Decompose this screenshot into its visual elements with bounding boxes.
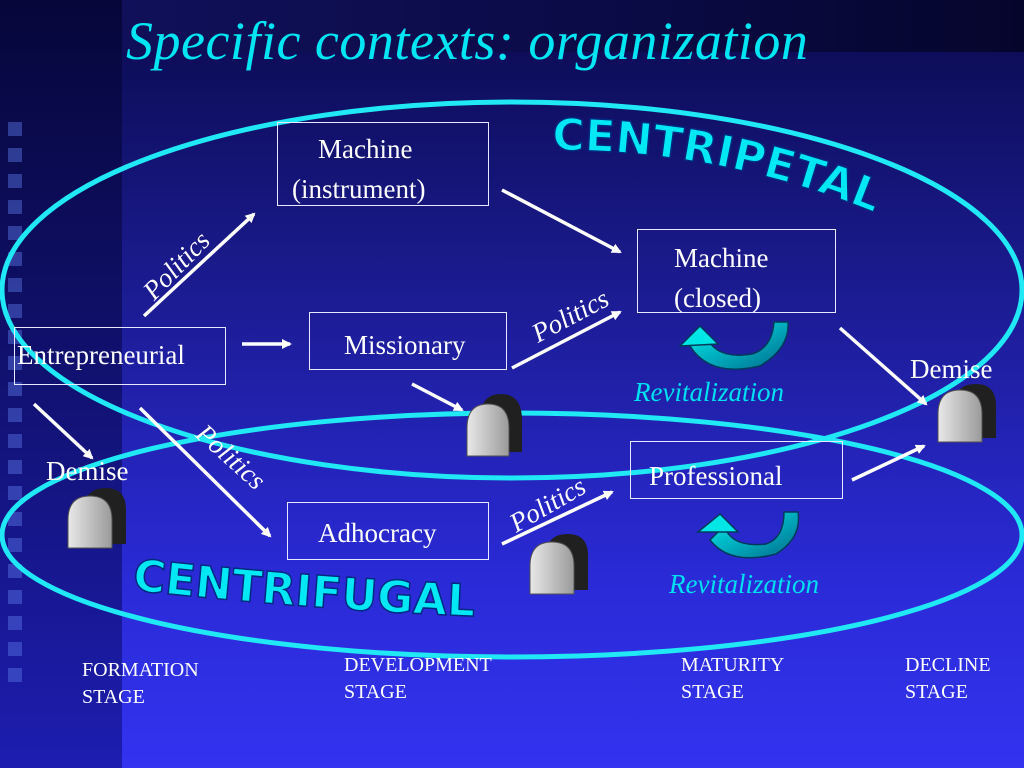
demise-label-right: Demise <box>910 354 993 384</box>
arrow-professional-to-demise <box>851 444 926 482</box>
revitalization-label-top: Revitalization <box>634 377 784 407</box>
decorative-square <box>8 382 22 396</box>
tombstone-icon <box>466 394 522 457</box>
tombstone-icon <box>67 488 126 549</box>
stage-decline: DECLINE STAGE <box>905 652 991 706</box>
entrepreneurial-box: Entrepreneurial <box>14 327 226 385</box>
stage-decline-line2: STAGE <box>905 681 968 703</box>
tombstone-icon <box>937 384 996 443</box>
stage-maturity: MATURITY STAGE <box>681 652 784 706</box>
missionary-box: Missionary <box>309 312 507 370</box>
arrow-closed-to-demise <box>838 326 928 406</box>
arrow-entre-to-adhocracy <box>138 406 272 538</box>
decorative-square <box>8 200 22 214</box>
decorative-square <box>8 122 22 136</box>
centrifugal-label: CENTRIFUGAL <box>131 550 476 627</box>
tombstone-icon <box>529 534 588 595</box>
decorative-square <box>8 278 22 292</box>
revitalization-label-bottom: Revitalization <box>669 569 819 599</box>
decorative-square <box>8 304 22 318</box>
centripetal-label: CENTRIPETAL <box>552 110 889 223</box>
stage-maturity-line1: MATURITY <box>681 654 785 676</box>
machine-closed-line2: (closed) <box>674 283 761 313</box>
decorative-square <box>8 148 22 162</box>
entrepreneurial-label: Entrepreneurial <box>17 340 185 370</box>
adhocracy-box: Adhocracy <box>287 502 489 560</box>
decorative-square <box>8 174 22 188</box>
decorative-square <box>8 226 22 240</box>
decorative-square <box>8 590 22 604</box>
machine-closed-line1: Machine <box>674 243 769 273</box>
decorative-square <box>8 668 22 682</box>
demise-label-left: Demise <box>46 456 129 486</box>
decorative-square <box>8 356 22 370</box>
arrow-instrument-to-closed <box>501 188 622 254</box>
page-title: Specific contexts: organization <box>126 11 809 71</box>
stage-formation: FORMATION STAGE <box>82 657 199 711</box>
machine-closed-box: Machine (closed) <box>637 229 836 313</box>
decorative-square <box>8 538 22 552</box>
machine-instrument-line2: (instrument) <box>292 174 426 204</box>
stage-formation-line2: STAGE <box>82 686 145 708</box>
stage-development-line2: STAGE <box>344 681 407 703</box>
cycle-arrow-icon <box>678 321 789 370</box>
stage-development-line1: DEVELOPMENT <box>344 654 492 676</box>
arrow-entre-to-demise <box>32 402 94 460</box>
machine-instrument-box: Machine (instrument) <box>277 122 489 206</box>
arrow-adhocracy-to-professional <box>501 490 614 546</box>
top-bar <box>122 0 1024 52</box>
decorative-square <box>8 408 22 422</box>
adhocracy-label: Adhocracy <box>318 518 437 548</box>
decorative-square <box>8 434 22 448</box>
professional-label: Professional <box>649 461 783 491</box>
professional-box: Professional <box>630 441 843 499</box>
stage-formation-line1: FORMATION <box>82 659 199 681</box>
decorative-square <box>8 460 22 474</box>
machine-instrument-line1: Machine <box>318 134 413 164</box>
arrow-entre-to-machine-instrument <box>142 212 256 318</box>
missionary-label: Missionary <box>344 330 466 360</box>
centripetal-ellipse <box>0 99 1024 481</box>
arrow-missionary-to-stone <box>411 382 464 412</box>
arrow-missionary-to-closed <box>511 310 622 370</box>
decorative-square <box>8 486 22 500</box>
decorative-square <box>8 642 22 656</box>
stage-development: DEVELOPMENT STAGE <box>344 652 492 706</box>
cycle-arrow-icon <box>695 511 800 559</box>
decorative-square <box>8 616 22 630</box>
stage-maturity-line2: STAGE <box>681 681 744 703</box>
stage-decline-line1: DECLINE <box>905 654 991 676</box>
